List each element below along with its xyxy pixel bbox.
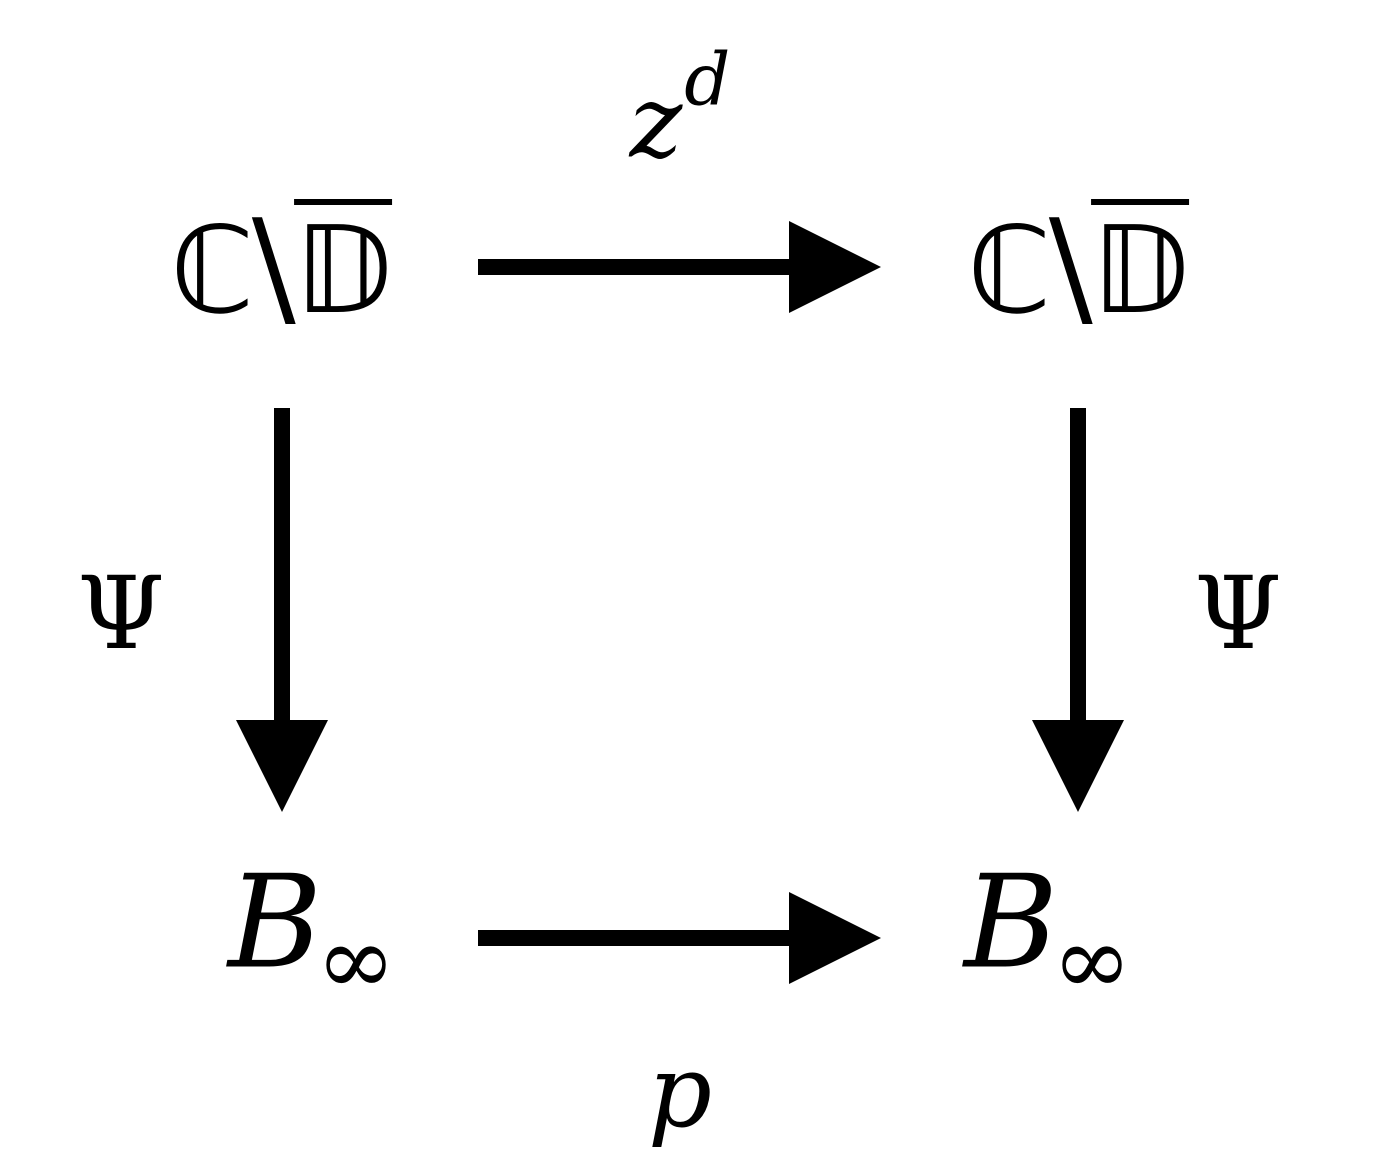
node-bottom-left-sub: ∞ — [316, 904, 397, 1017]
arrow-left-head — [236, 720, 328, 812]
node-top-right: ℂ\𝔻 — [967, 199, 1189, 333]
arrow-top-head — [789, 221, 881, 313]
label-left-text: Ψ — [77, 555, 165, 672]
label-top-base: z — [629, 63, 683, 181]
node-top-right-minus: \ — [1048, 191, 1093, 343]
label-right-text: Ψ — [1194, 555, 1282, 672]
node-top-left-d: 𝔻 — [293, 202, 392, 341]
node-top-left-c: ℂ — [170, 202, 254, 341]
arrow-right-line — [1070, 408, 1086, 722]
arrow-bottom-head — [789, 892, 881, 984]
node-top-left: ℂ\𝔻 — [170, 199, 392, 333]
arrow-top-line — [478, 259, 792, 275]
node-bottom-right: B∞ — [964, 859, 1132, 1008]
label-top-sup: d — [684, 37, 731, 122]
node-bottom-right-sub: ∞ — [1052, 904, 1133, 1017]
arrow-left-line — [274, 408, 290, 722]
label-bottom-text: p — [647, 1033, 713, 1150]
label-right: Ψ — [1194, 564, 1282, 664]
arrow-bottom-line — [478, 930, 792, 946]
label-bottom: p — [648, 1042, 712, 1142]
label-top: zd — [630, 44, 731, 173]
node-bottom-left-main: B — [227, 848, 323, 998]
node-top-right-d: 𝔻 — [1090, 202, 1189, 341]
label-left: Ψ — [77, 564, 165, 664]
node-bottom-left: B∞ — [228, 859, 396, 1008]
node-top-left-minus: \ — [251, 191, 296, 343]
node-bottom-right-main: B — [963, 848, 1059, 998]
arrow-right-head — [1032, 720, 1124, 812]
node-top-right-overline: 𝔻 — [1090, 199, 1189, 332]
node-top-left-overline: 𝔻 — [293, 199, 392, 332]
node-top-right-c: ℂ — [967, 202, 1051, 341]
